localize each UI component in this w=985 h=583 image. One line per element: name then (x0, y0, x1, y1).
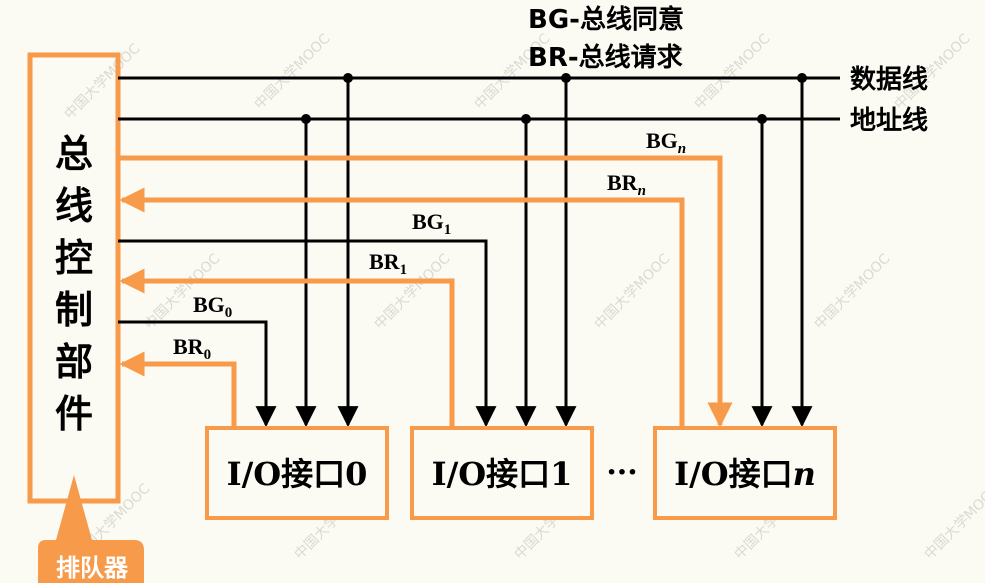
io-interface-label: I/O接口n (674, 455, 816, 493)
signal-label-br0: BR0 (173, 334, 211, 363)
controller-char: 部 (55, 340, 93, 384)
bgn-line (118, 155, 733, 428)
bus-drops (295, 78, 813, 428)
bg0-line (118, 320, 277, 428)
data-bus-label: 数据线 (850, 65, 928, 95)
io-interface-1: I/O接口1 (410, 426, 594, 520)
bg-lines (118, 239, 497, 428)
signal-label-bg0: BG0 (193, 292, 232, 321)
watermark-text: 中国大学MOOC (252, 31, 334, 113)
controller-char: 件 (55, 392, 93, 436)
arbiter-tab (38, 475, 144, 583)
br-lines (119, 187, 685, 428)
io-interface-0: I/O接口0 (205, 426, 389, 520)
watermark-text: 中国大学MOOC (592, 251, 674, 333)
bg1-line (118, 239, 497, 428)
io-interface-label: I/O接口0 (227, 455, 368, 493)
io-interface-label: I/O接口1 (432, 455, 573, 493)
legend-br: BR-总线请求 (528, 43, 683, 73)
brn-line (119, 187, 685, 428)
controller-char: 控 (55, 236, 93, 280)
watermark-text: 中国大学MOOC (692, 31, 774, 113)
arbiter-label: 排队器 (56, 554, 129, 582)
io-interface-box (410, 426, 594, 520)
br1-line (119, 268, 455, 428)
bus-controller-label: 总 线 控 制 部 件 (55, 132, 93, 436)
controller-char: 线 (55, 184, 93, 228)
io-interface-n: I/O接口n (653, 426, 837, 520)
signal-label-bgn: BGn (646, 128, 686, 157)
controller-char: 制 (55, 288, 93, 332)
legend-bg: BG-总线同意 (528, 4, 684, 35)
signal-label-br1: BR1 (369, 249, 407, 278)
interface-ellipsis: ··· (606, 455, 637, 490)
watermark-text: 中国大学MOOC (812, 251, 894, 333)
signal-label-bg1: BG1 (412, 209, 451, 238)
watermark-text: 中国大学MOOC (922, 481, 985, 563)
address-bus-label: 地址线 (850, 106, 928, 136)
io-interface-box (205, 426, 389, 520)
signal-label-brn: BRn (607, 170, 646, 199)
br0-line (119, 351, 237, 428)
io-interface-box (653, 426, 837, 520)
controller-char: 总 (55, 132, 93, 176)
